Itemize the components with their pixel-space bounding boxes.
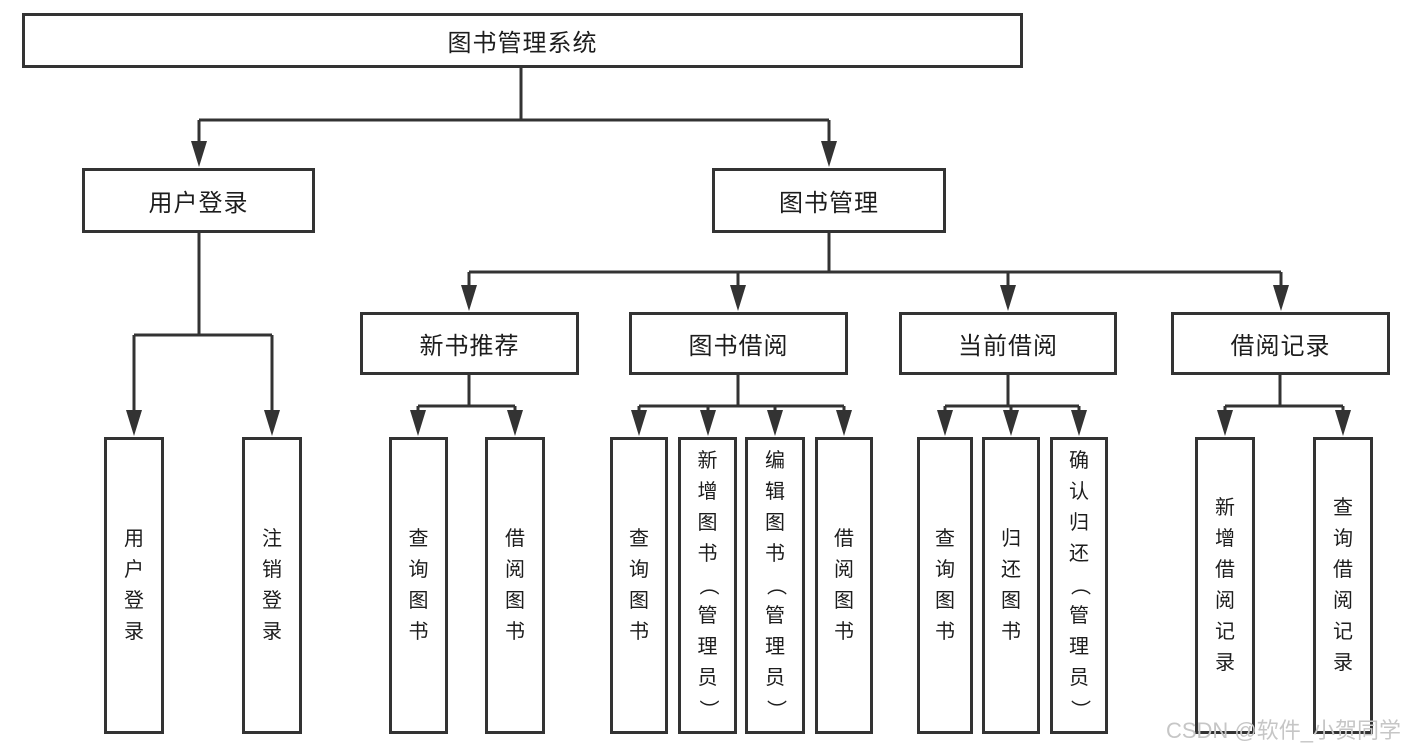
vertical-char: 阅 — [505, 558, 525, 581]
vertical-char: 户 — [124, 558, 144, 581]
leaf-add-books-admin: 新增图书 （ 管理员 ） — [678, 437, 737, 734]
vertical-char: 增 — [697, 481, 718, 503]
vertical-char: 图 — [505, 589, 525, 612]
vertical-char: 录 — [1215, 651, 1235, 674]
vertical-char: 理 — [697, 636, 718, 658]
vertical-char: 还 — [1001, 558, 1021, 581]
vertical-char: ） — [1068, 699, 1091, 720]
vertical-char: 书 — [408, 620, 429, 643]
vertical-char: 查 — [1333, 496, 1353, 519]
leaf-borrow-books-recommend: 借阅图书 — [485, 437, 545, 734]
leaf-query-borrow-record: 查询借阅记录 — [1313, 437, 1373, 734]
leaf-borrow-books-borrowing: 借阅图书 — [815, 437, 873, 734]
leaf-confirm-return-admin: 确认归还 （ 管理员 ） — [1050, 437, 1108, 734]
leaf-query-books-recommend: 查询图书 — [389, 437, 448, 734]
node-current-borrowing: 当前借阅 — [899, 312, 1117, 375]
vertical-char: ） — [697, 699, 719, 720]
leaf-query-books-borrowing: 查询图书 — [610, 437, 668, 734]
vertical-char: 辑 — [765, 481, 785, 503]
arrowheads — [126, 141, 1351, 436]
vertical-char: 图 — [1001, 589, 1021, 612]
vertical-char: 管 — [1069, 605, 1089, 627]
vertical-char: 归 — [1069, 512, 1089, 534]
vertical-char: 书 — [697, 543, 718, 565]
vertical-char: 询 — [1333, 527, 1353, 550]
vertical-char: 询 — [408, 558, 429, 581]
vertical-char: 询 — [629, 558, 649, 581]
vertical-char: 归 — [1001, 527, 1021, 550]
vertical-char: 用 — [124, 527, 144, 550]
vertical-char: 登 — [124, 589, 144, 612]
vertical-char: （ — [1068, 575, 1091, 596]
connector-path — [132, 68, 1345, 413]
vertical-char: 图 — [834, 589, 854, 612]
vertical-char: 记 — [1215, 620, 1235, 643]
vertical-char: 员 — [1069, 667, 1089, 689]
vertical-char: 认 — [1069, 481, 1089, 503]
node-user-login: 用户登录 — [82, 168, 315, 233]
leaf-logout: 注销登录 — [242, 437, 302, 734]
vertical-char: 询 — [935, 558, 955, 581]
vertical-char: 理 — [1069, 636, 1089, 658]
node-borrowing-records: 借阅记录 — [1171, 312, 1390, 375]
vertical-char: 新 — [697, 450, 718, 472]
vertical-char: 编 — [765, 450, 785, 472]
node-book-borrowing: 图书借阅 — [629, 312, 848, 375]
node-book-management: 图书管理 — [712, 168, 946, 233]
vertical-char: 阅 — [1333, 589, 1353, 612]
leaf-add-borrow-record: 新增借阅记录 — [1195, 437, 1255, 734]
vertical-char: 登 — [262, 589, 282, 612]
vertical-char: 管 — [697, 605, 718, 627]
vertical-char: 阅 — [1215, 589, 1235, 612]
vertical-char: 还 — [1069, 543, 1089, 565]
vertical-char: 录 — [124, 620, 144, 643]
vertical-char: 记 — [1333, 620, 1353, 643]
vertical-char: 新 — [1215, 496, 1235, 519]
vertical-char: 查 — [935, 527, 955, 550]
vertical-char: 员 — [697, 667, 718, 689]
vertical-char: 图 — [629, 589, 649, 612]
vertical-char: 查 — [629, 527, 649, 550]
vertical-char: 图 — [935, 589, 955, 612]
vertical-char: 书 — [1001, 620, 1021, 643]
vertical-char: 图 — [765, 512, 785, 534]
vertical-char: 录 — [1333, 651, 1353, 674]
vertical-char: 图 — [408, 589, 429, 612]
vertical-char: 增 — [1215, 527, 1235, 550]
vertical-char: 图 — [697, 512, 718, 534]
vertical-char: 员 — [765, 667, 785, 689]
vertical-char: 借 — [1215, 558, 1235, 581]
vertical-char: 阅 — [834, 558, 854, 581]
leaf-return-books: 归还图书 — [982, 437, 1040, 734]
vertical-char: 借 — [1333, 558, 1353, 581]
vertical-char: 确 — [1069, 450, 1089, 472]
vertical-char: （ — [697, 575, 719, 596]
vertical-char: 借 — [834, 527, 854, 550]
node-book-management-system: 图书管理系统 — [22, 13, 1023, 68]
leaf-query-books-current: 查询图书 — [917, 437, 973, 734]
node-new-book-recommend: 新书推荐 — [360, 312, 579, 375]
vertical-char: 借 — [505, 527, 525, 550]
vertical-char: 录 — [262, 620, 282, 643]
vertical-char: 书 — [935, 620, 955, 643]
leaf-user-login: 用户登录 — [104, 437, 164, 734]
vertical-char: 销 — [262, 558, 282, 581]
vertical-char: 查 — [408, 527, 429, 550]
vertical-char: 书 — [765, 543, 785, 565]
vertical-char: ） — [764, 699, 787, 720]
vertical-char: 注 — [262, 527, 282, 550]
vertical-char: 书 — [834, 620, 854, 643]
vertical-char: 管 — [765, 605, 785, 627]
vertical-char: 书 — [629, 620, 649, 643]
vertical-char: 书 — [505, 620, 525, 643]
vertical-char: 理 — [765, 636, 785, 658]
vertical-char: （ — [764, 575, 787, 596]
watermark: CSDN @软件_小贺同学 — [1165, 718, 1401, 743]
leaf-edit-books-admin: 编辑图书 （ 管理员 ） — [745, 437, 805, 734]
